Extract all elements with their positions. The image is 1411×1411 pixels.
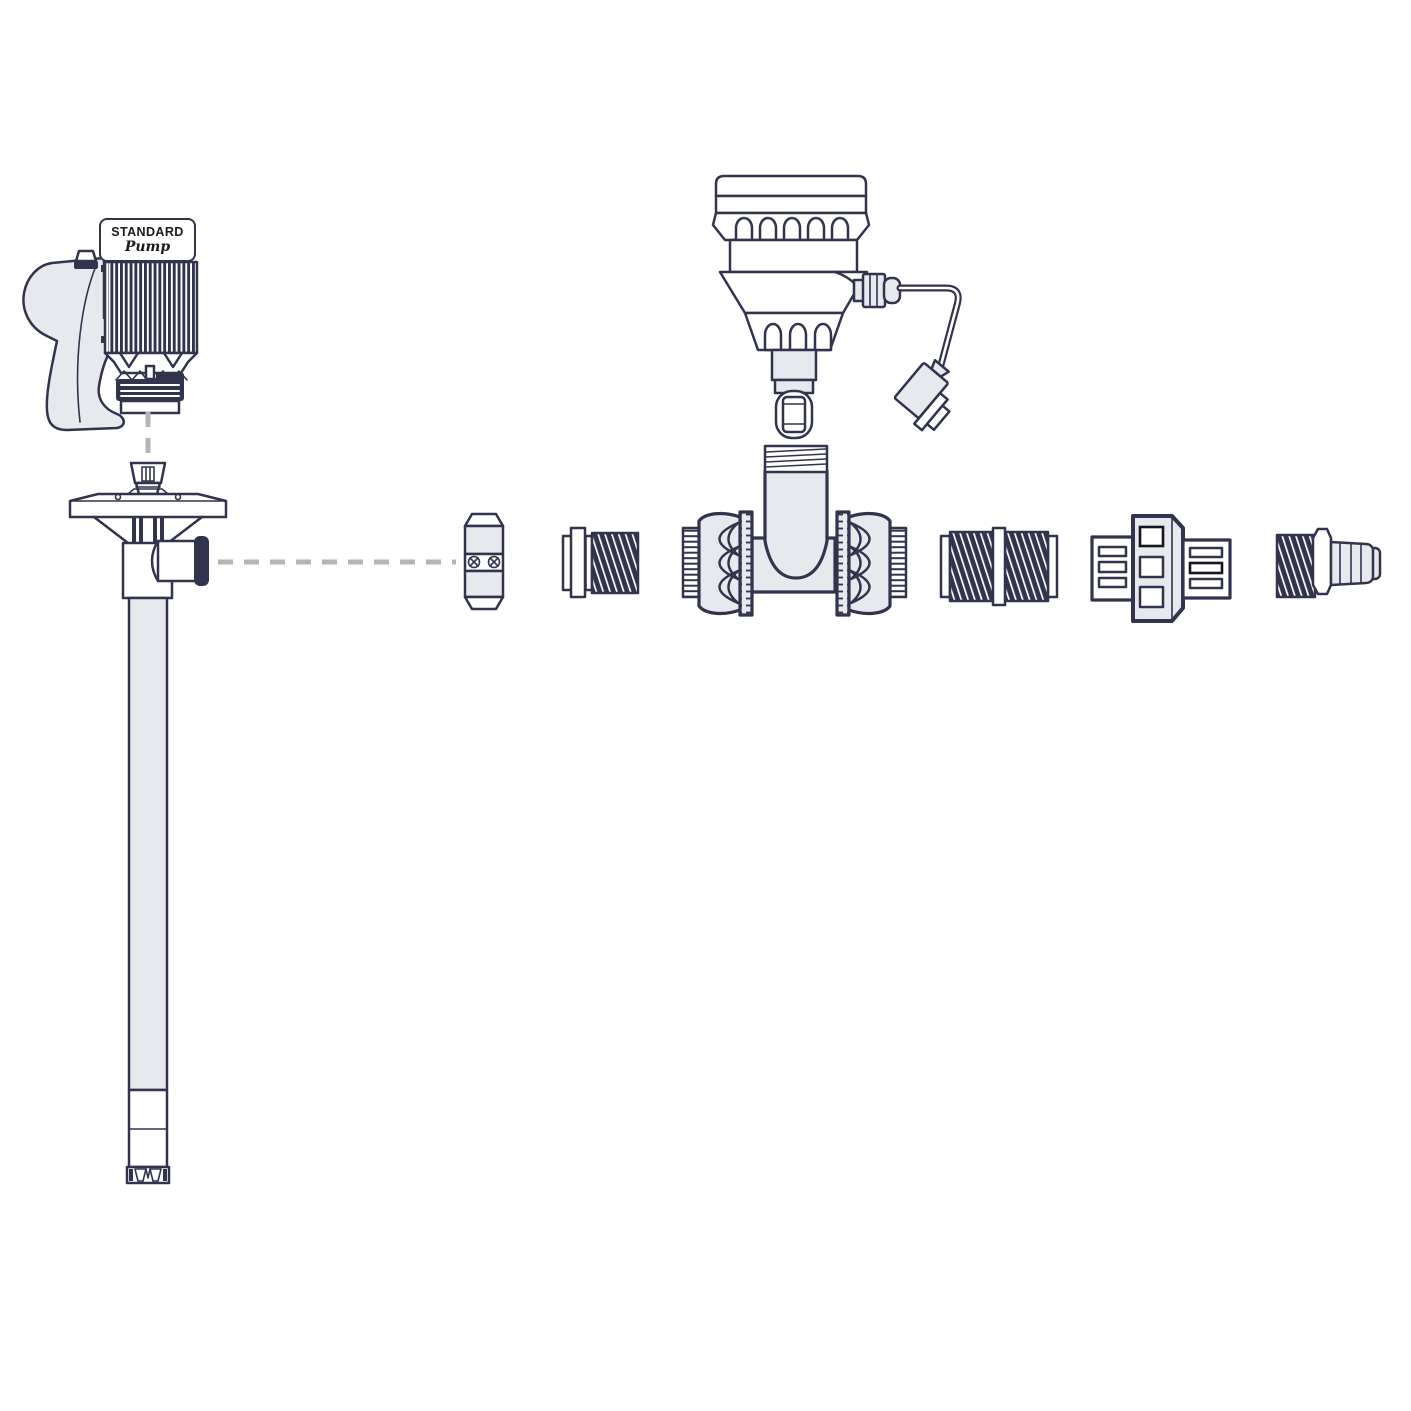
tube-column: [127, 596, 169, 1092]
union-nut-right-icon: [835, 510, 892, 617]
hose-barb-adapter-icon: [1275, 527, 1382, 599]
union-connector-icon: [1090, 514, 1232, 623]
tee-body: [750, 536, 837, 594]
brand-label: STANDARD Pump: [99, 218, 196, 262]
level-sensor-icon: [711, 174, 962, 440]
tee-stub-right: [890, 528, 906, 597]
drum-pump-motor: [22, 249, 199, 432]
tee-top-male-thread: [763, 444, 829, 474]
union-nut-left-icon: [697, 510, 754, 617]
tube-flange: [68, 492, 228, 519]
discharge-outlet-icon: [156, 539, 198, 583]
handle-knob-icon: [74, 249, 98, 263]
motor-collar-icon: [116, 379, 184, 401]
suction-foot-icon: [125, 1165, 171, 1185]
sensor-cable: [896, 284, 962, 369]
sensor-cable-connector-icon: [893, 358, 951, 432]
pipe-nipple-icon: [939, 526, 1059, 607]
tee-stub-left: [683, 528, 699, 597]
cable-gland-icon: [852, 272, 902, 309]
outlet-ring: [194, 536, 209, 586]
sensor-tip: [774, 389, 814, 440]
pump-tube: [68, 461, 228, 1185]
barrel-coupling-icon: [463, 512, 505, 611]
brand-sub: Pump: [124, 239, 171, 255]
male-thread-adapter-icon: [561, 526, 640, 599]
union-tee-icon: [681, 444, 908, 617]
brand-name: STANDARD: [111, 225, 184, 239]
